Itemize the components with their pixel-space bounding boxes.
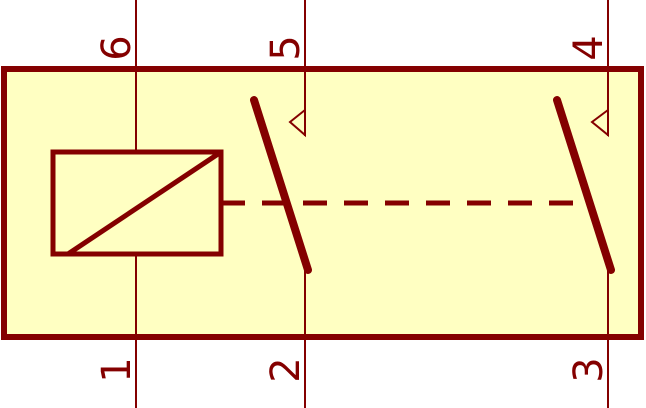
pin-label-2: 2 (263, 357, 309, 382)
switch-contact-icon (553, 96, 615, 274)
pin-label-5: 5 (263, 35, 309, 60)
pin-label-1: 1 (94, 357, 140, 382)
switch-contact-icon (250, 96, 312, 274)
pin-label-4: 4 (566, 35, 612, 60)
pin-label-3: 3 (566, 357, 612, 382)
pin-label-6: 6 (94, 35, 140, 60)
